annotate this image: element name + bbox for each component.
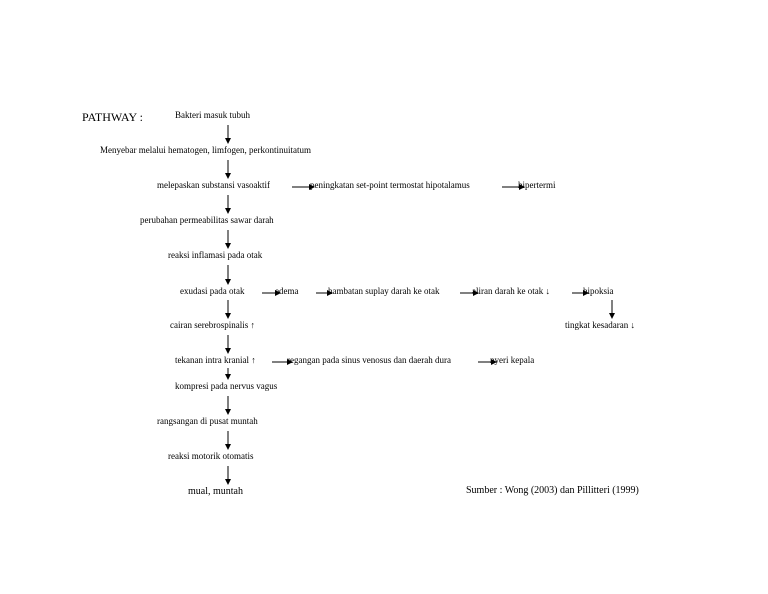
- node-aliran-darah: aliran darah ke otak ↓: [472, 286, 550, 296]
- node-reaksi-inflamasi: reaksi inflamasi pada otak: [168, 250, 263, 260]
- node-bakteri-masuk: Bakteri masuk tubuh: [175, 110, 250, 120]
- node-hipertermi: hipertermi: [518, 180, 556, 190]
- node-reaksi-motorik: reaksi motorik otomatis: [168, 451, 254, 461]
- node-tingkat-kesadaran: tingkat kesadaran ↓: [565, 320, 635, 330]
- node-regangan-sinus: regangan pada sinus venosus dan daerah d…: [287, 355, 451, 365]
- node-edema: edema: [275, 286, 299, 296]
- node-tekanan-intrakranial: tekanan intra kranial ↑: [175, 355, 256, 365]
- node-kompresi-vagus: kompresi pada nervus vagus: [175, 381, 278, 391]
- node-exudasi: exudasi pada otak: [180, 286, 245, 296]
- node-rangsangan-muntah: rangsangan di pusat muntah: [157, 416, 258, 426]
- node-hambatan-suplay: hambatan suplay darah ke otak: [328, 286, 440, 296]
- node-mual-muntah: mual, muntah: [188, 486, 243, 497]
- node-permeabilitas: perubahan permeabilitas sawar darah: [140, 215, 274, 225]
- node-cairan-serebrospinalis: cairan serebrospinalis ↑: [170, 320, 255, 330]
- node-substansi-vasoaktif: melepaskan substansi vasoaktif: [157, 180, 270, 190]
- node-nyeri-kepala: nyeri kepala: [490, 355, 535, 365]
- pathway-title: PATHWAY :: [82, 110, 144, 124]
- node-set-point: peningkatan set-point termostat hipotala…: [310, 180, 470, 190]
- node-hipoksia: hipoksia: [583, 286, 614, 296]
- node-menyebar: Menyebar melalui hematogen, limfogen, pe…: [100, 145, 311, 155]
- source-citation: Sumber : Wong (2003) dan Pillitteri (199…: [466, 485, 639, 496]
